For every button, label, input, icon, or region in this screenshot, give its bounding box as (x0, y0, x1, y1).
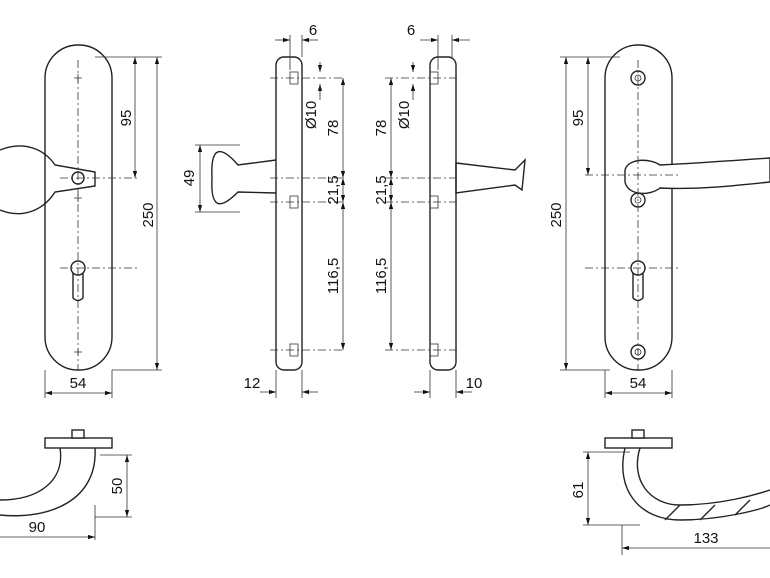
dim-handle-to-screw-left: 21,5 (325, 175, 342, 204)
front-view-knob-plate: 95 250 54 (0, 44, 162, 398)
dim-screw-offset-right: 6 (407, 22, 415, 39)
dim-screw-diameter-left: Ø10 (303, 101, 320, 129)
dim-plate-thickness-left: 12 (244, 375, 261, 392)
top-view-knob: 50 90 (0, 429, 132, 540)
dim-projection-left: 50 (109, 478, 126, 495)
dim-top-to-handle-left: 78 (325, 120, 342, 137)
top-view-lever: 61 133 (570, 429, 770, 555)
dim-screw-diameter-right: Ø10 (396, 101, 413, 129)
dim-total-height-left: 250 (140, 202, 157, 227)
dim-width-left: 54 (70, 375, 87, 392)
dim-total-height-right: 250 (548, 202, 565, 227)
dim-length-left: 90 (29, 519, 46, 536)
dim-width-right: 54 (630, 375, 647, 392)
dim-projection-right: 61 (570, 482, 587, 499)
front-view-lever-plate: 95 250 54 (548, 44, 770, 398)
dim-plate-thickness-right: 10 (466, 375, 483, 392)
dim-length-right: 133 (693, 530, 718, 547)
dim-screw-to-bottom-left: 116,5 (325, 258, 342, 294)
dim-top-to-handle-right: 78 (373, 120, 390, 137)
dim-height-to-handle-right: 95 (570, 110, 587, 127)
side-view-knob-plate: 6 Ø10 78 21,5 116,5 49 12 (181, 22, 346, 398)
dim-handle-to-screw-right: 21,5 (373, 175, 390, 204)
dim-height-to-handle-left: 95 (118, 110, 135, 127)
dim-screw-to-bottom-right: 116,5 (373, 258, 390, 294)
dim-knob-height: 49 (181, 170, 198, 187)
side-view-lever-plate: 6 Ø10 78 21,5 116,5 10 (373, 22, 526, 398)
dim-screw-offset-left: 6 (309, 22, 317, 39)
